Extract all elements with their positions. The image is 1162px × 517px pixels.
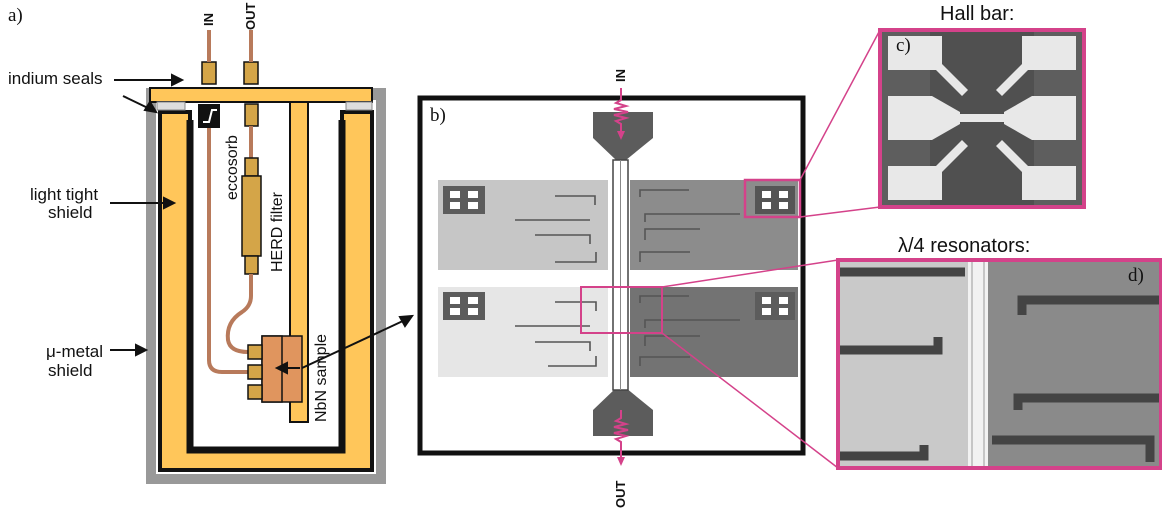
annotation-arrows-a	[110, 73, 415, 375]
port-out-label-b: OUT	[613, 480, 628, 508]
lid	[149, 87, 373, 103]
hallbar-frame	[878, 28, 1086, 209]
panel-b-diagram	[417, 29, 881, 469]
connector-in-top	[201, 61, 217, 85]
chip-hallbar-2	[443, 292, 485, 320]
chip-resonators	[515, 189, 740, 367]
herd-filter-connector-top	[244, 157, 259, 177]
port-in-label-b: IN	[613, 69, 628, 82]
light-tight-label-1: light tight	[30, 185, 99, 204]
panel-a-diagram	[110, 30, 415, 484]
port-out-label-a: OUT	[243, 2, 258, 30]
coax-out-lower	[225, 274, 253, 354]
shield-inner-lining	[186, 120, 346, 454]
resonators-header: λ/4 resonators:	[898, 235, 1031, 257]
panel-b-label: b)	[430, 105, 446, 126]
resonator-image-left	[838, 260, 968, 468]
zoom-box-resonators	[580, 286, 663, 334]
chip-hallbar-4	[755, 292, 795, 320]
mu-metal-label-2: shield	[48, 361, 93, 380]
panel-a-label: a)	[8, 5, 23, 26]
indium-seal-right	[345, 101, 373, 111]
zoom-line-d-top	[661, 259, 839, 288]
chip-hallbar-1	[443, 186, 485, 214]
resonator-frame	[836, 258, 1162, 470]
connector-out-top	[243, 61, 259, 85]
zoom-line-c-top	[799, 29, 881, 181]
herd-filter-body	[241, 175, 262, 257]
sample-connector-2	[247, 364, 263, 380]
indium-seal-left	[156, 101, 186, 111]
zoom-line-d-bottom	[661, 332, 839, 469]
zoom-box-hallbar	[743, 178, 802, 219]
port-in-label-a: IN	[201, 13, 216, 26]
panel-c-micrograph	[878, 28, 1086, 209]
sample-connector-1	[247, 344, 263, 360]
eccosorb-symbol	[203, 109, 217, 123]
connector-feedthrough	[244, 103, 259, 127]
eccosorb-label: eccosorb	[224, 135, 241, 200]
chip-hallbar-3	[755, 186, 795, 214]
nbn-sample-label: NbN sample	[313, 333, 330, 422]
panel-d-label: d)	[1128, 265, 1144, 286]
resonator-image-right	[988, 260, 1161, 468]
launcher-top	[593, 112, 653, 170]
mu-metal-label-1: μ-metal	[46, 342, 104, 361]
microwave-in-signal	[613, 88, 630, 140]
light-tight-label-2: shield	[48, 203, 93, 222]
sample-connector-3	[247, 384, 263, 400]
resonator-traces	[838, 267, 1161, 462]
chip-hallbar-details	[450, 191, 788, 315]
microwave-out-signal	[613, 410, 630, 466]
eccosorb-block	[198, 104, 220, 128]
zoom-line-c-bottom	[799, 206, 881, 218]
herd-filter-connector-bottom	[244, 255, 259, 275]
panel-c-label: c)	[896, 35, 911, 56]
coax-in-inside	[207, 128, 248, 374]
hallbar-pads	[888, 36, 1076, 200]
herd-filter-label: HERD filter	[269, 191, 286, 272]
launcher-bottom	[593, 378, 653, 436]
hall-bar-header: Hall bar:	[940, 3, 1015, 25]
indium-seals-label: indium seals	[8, 69, 103, 88]
panel-d-micrograph	[836, 258, 1162, 470]
resonator-feedline-gap	[968, 260, 988, 468]
